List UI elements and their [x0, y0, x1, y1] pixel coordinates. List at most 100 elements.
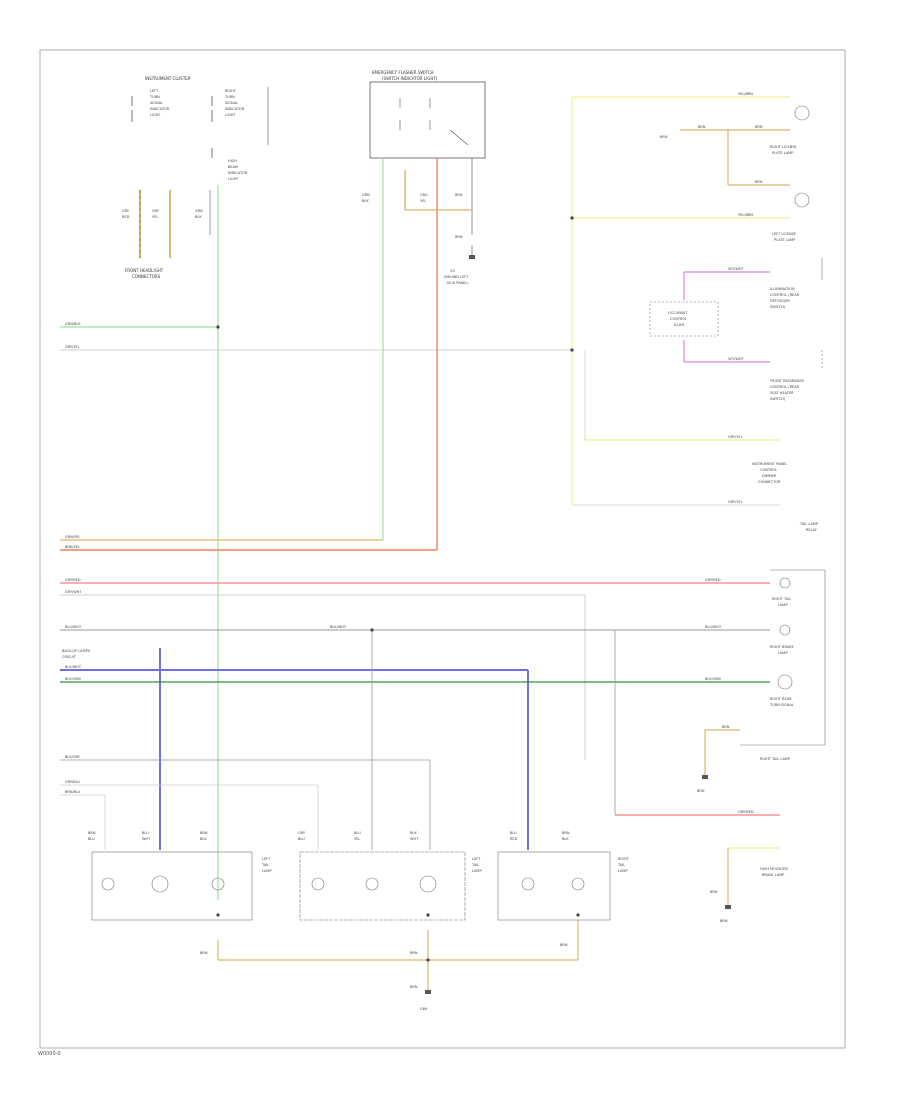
svg-text:CONTROL: CONTROL	[760, 468, 777, 472]
svg-text:TURN SIGNAL: TURN SIGNAL	[769, 703, 794, 707]
svg-text:TURN: TURN	[224, 95, 235, 99]
svg-text:LIGHT: LIGHT	[225, 113, 236, 117]
svg-text:PLATE LAMP: PLATE LAMP	[772, 151, 793, 155]
svg-text:BLU/WHT: BLU/WHT	[705, 625, 722, 629]
svg-text:SWITCH): SWITCH)	[770, 305, 786, 309]
svg-text:GRY/WHT: GRY/WHT	[65, 590, 82, 594]
svg-text:GRY/RED: GRY/RED	[65, 578, 81, 582]
right-tail-lamp-3: BLU RED BRN BLK RIGHT TAIL LAMP	[497, 831, 630, 921]
svg-text:DIMMER: DIMMER	[762, 474, 777, 478]
svg-text:SWITCH): SWITCH)	[770, 397, 786, 401]
left-tail-lamp-1: BRN BLU BLU WHT BRN BLK LEFT TAIL LAMP	[88, 831, 272, 921]
svg-text:YEL/BRN: YEL/BRN	[738, 213, 753, 217]
switch-title: EMERGENCY FLASHER SWITCH	[372, 70, 434, 75]
svg-text:SIGNAL: SIGNAL	[150, 101, 163, 105]
svg-text:RIGHT: RIGHT	[225, 89, 237, 93]
svg-text:BLK/WHT: BLK/WHT	[330, 625, 347, 629]
svg-text:CONTROL (REAR: CONTROL (REAR	[770, 293, 800, 297]
svg-text:GRY/YEL: GRY/YEL	[728, 500, 743, 504]
svg-text:GRY: GRY	[122, 209, 130, 213]
svg-text:INDICATOR: INDICATOR	[225, 107, 245, 111]
svg-text:GRY: GRY	[152, 209, 160, 213]
svg-text:BEAM: BEAM	[228, 165, 238, 169]
svg-text:GRY/RED: GRY/RED	[738, 810, 754, 814]
svg-text:BLK: BLK	[362, 199, 369, 203]
svg-text:BRN: BRN	[410, 951, 418, 955]
svg-text:RIGHT TAIL LAMP: RIGHT TAIL LAMP	[760, 757, 790, 761]
svg-text:(SWITCH INDICATOR LIGHT): (SWITCH INDICATOR LIGHT)	[382, 76, 438, 81]
svg-text:BLK/GRY: BLK/GRY	[65, 755, 81, 759]
svg-text:CONNECTORS: CONNECTORS	[132, 274, 161, 279]
svg-text:LEFT LICENSE: LEFT LICENSE	[772, 232, 796, 236]
svg-text:KICK PANEL): KICK PANEL)	[447, 281, 469, 285]
svg-text:HIGH: HIGH	[228, 159, 237, 163]
svg-text:SEAT HEATER: SEAT HEATER	[770, 391, 794, 395]
svg-text:DEFOGGER: DEFOGGER	[770, 299, 790, 303]
svg-text:BRN: BRN	[562, 831, 570, 835]
harness-wires	[60, 158, 780, 990]
svg-text:BRN: BRN	[710, 890, 718, 894]
ground-icon	[702, 775, 708, 779]
svg-text:BLU: BLU	[88, 837, 95, 841]
svg-text:VIO/WHT: VIO/WHT	[728, 357, 744, 361]
dash-dimmer: GRY/YEL INSTRUMENT PANEL CONTROL DIMMER …	[728, 435, 818, 532]
svg-text:TAIL: TAIL	[471, 863, 479, 867]
svg-text:G3: G3	[450, 269, 455, 273]
right-license-lamp: BRN BRN BRN BRN RIGHT LICENSE PLATE LAMP	[660, 105, 810, 186]
svg-text:BRN: BRN	[200, 831, 208, 835]
svg-text:BLK: BLK	[200, 837, 207, 841]
svg-text:BLU: BLU	[510, 831, 517, 835]
svg-text:CONTROL (REAR: CONTROL (REAR	[770, 385, 800, 389]
svg-text:TAIL: TAIL	[617, 863, 625, 867]
diagram-frame	[39, 49, 846, 1049]
svg-text:VIO/WHT: VIO/WHT	[728, 267, 744, 271]
svg-text:BLU: BLU	[142, 831, 149, 835]
headlamp-connector-title: FRONT HEADLIGHT	[125, 268, 164, 273]
svg-text:ILLUMINATION: ILLUMINATION	[770, 287, 795, 291]
svg-text:CONTROL: CONTROL	[670, 317, 687, 321]
svg-text:LEFT: LEFT	[262, 857, 271, 861]
headlamp-connector: GRY RED GRY YEL GRN BLK FRONT HEADLIGHT …	[122, 190, 211, 279]
svg-text:ILLUM: ILLUM	[674, 323, 684, 327]
right-turn-indicator: RIGHT TURN SIGNAL INDICATOR LIGHT	[211, 89, 245, 122]
svg-text:FRONT PASSENGER: FRONT PASSENGER	[770, 379, 805, 383]
svg-text:YEL: YEL	[420, 199, 426, 203]
svg-text:BRN: BRN	[560, 943, 568, 947]
svg-text:INSTRUMENT PANEL: INSTRUMENT PANEL	[752, 462, 787, 466]
svg-text:GRN/BLK: GRN/BLK	[65, 322, 81, 326]
svg-text:BRN: BRN	[455, 235, 463, 239]
svg-text:YEL: YEL	[354, 837, 360, 841]
instrument-cluster: INSTRUMENT CLUSTER LEFT TURN SIGNAL INDI…	[131, 76, 269, 181]
svg-text:RIGHT REAR: RIGHT REAR	[770, 697, 792, 701]
svg-text:BACK-UP LAMPS: BACK-UP LAMPS	[62, 649, 91, 653]
svg-text:WHT: WHT	[142, 837, 151, 841]
ground-g3-icon	[469, 245, 475, 259]
svg-text:BRN: BRN	[697, 789, 705, 793]
svg-text:BRN: BRN	[410, 985, 418, 989]
svg-text:GRY/BLU: GRY/BLU	[65, 780, 80, 784]
svg-text:RED: RED	[122, 215, 130, 219]
svg-text:BLU: BLU	[298, 837, 305, 841]
svg-text:YEL: YEL	[152, 215, 158, 219]
svg-text:GRY/RED: GRY/RED	[705, 578, 721, 582]
svg-text:RIGHT TAIL: RIGHT TAIL	[772, 597, 791, 601]
svg-text:GRN: GRN	[195, 209, 203, 213]
svg-text:CONNECTOR: CONNECTOR	[758, 480, 781, 484]
svg-text:BLK/WHT: BLK/WHT	[65, 665, 82, 669]
svg-text:BRN/YEL: BRN/YEL	[65, 545, 80, 549]
svg-text:BRN: BRN	[722, 725, 730, 729]
svg-text:INDICATOR: INDICATOR	[228, 171, 248, 175]
occupant-control: VIO/WHT VIO/WHT OCCUPANT CONTROL ILLUM I…	[649, 258, 823, 401]
svg-text:LIGHT: LIGHT	[150, 113, 161, 117]
svg-text:LAMP: LAMP	[472, 869, 482, 873]
svg-text:GRY/YEL: GRY/YEL	[728, 435, 743, 439]
svg-text:TAIL: TAIL	[261, 863, 269, 867]
svg-text:LAMP: LAMP	[618, 869, 628, 873]
svg-text:GRN: GRN	[362, 193, 370, 197]
instrument-cluster-title: INSTRUMENT CLUSTER	[145, 76, 191, 81]
svg-text:BLK/GRN: BLK/GRN	[705, 677, 721, 681]
svg-text:BRAKE LAMP: BRAKE LAMP	[762, 873, 784, 877]
splice-points	[216, 216, 580, 962]
right-tail-lamp-assembly: GRY/RED BLU/WHT BLK/GRN RIGHT TAIL LAMP …	[697, 569, 826, 793]
